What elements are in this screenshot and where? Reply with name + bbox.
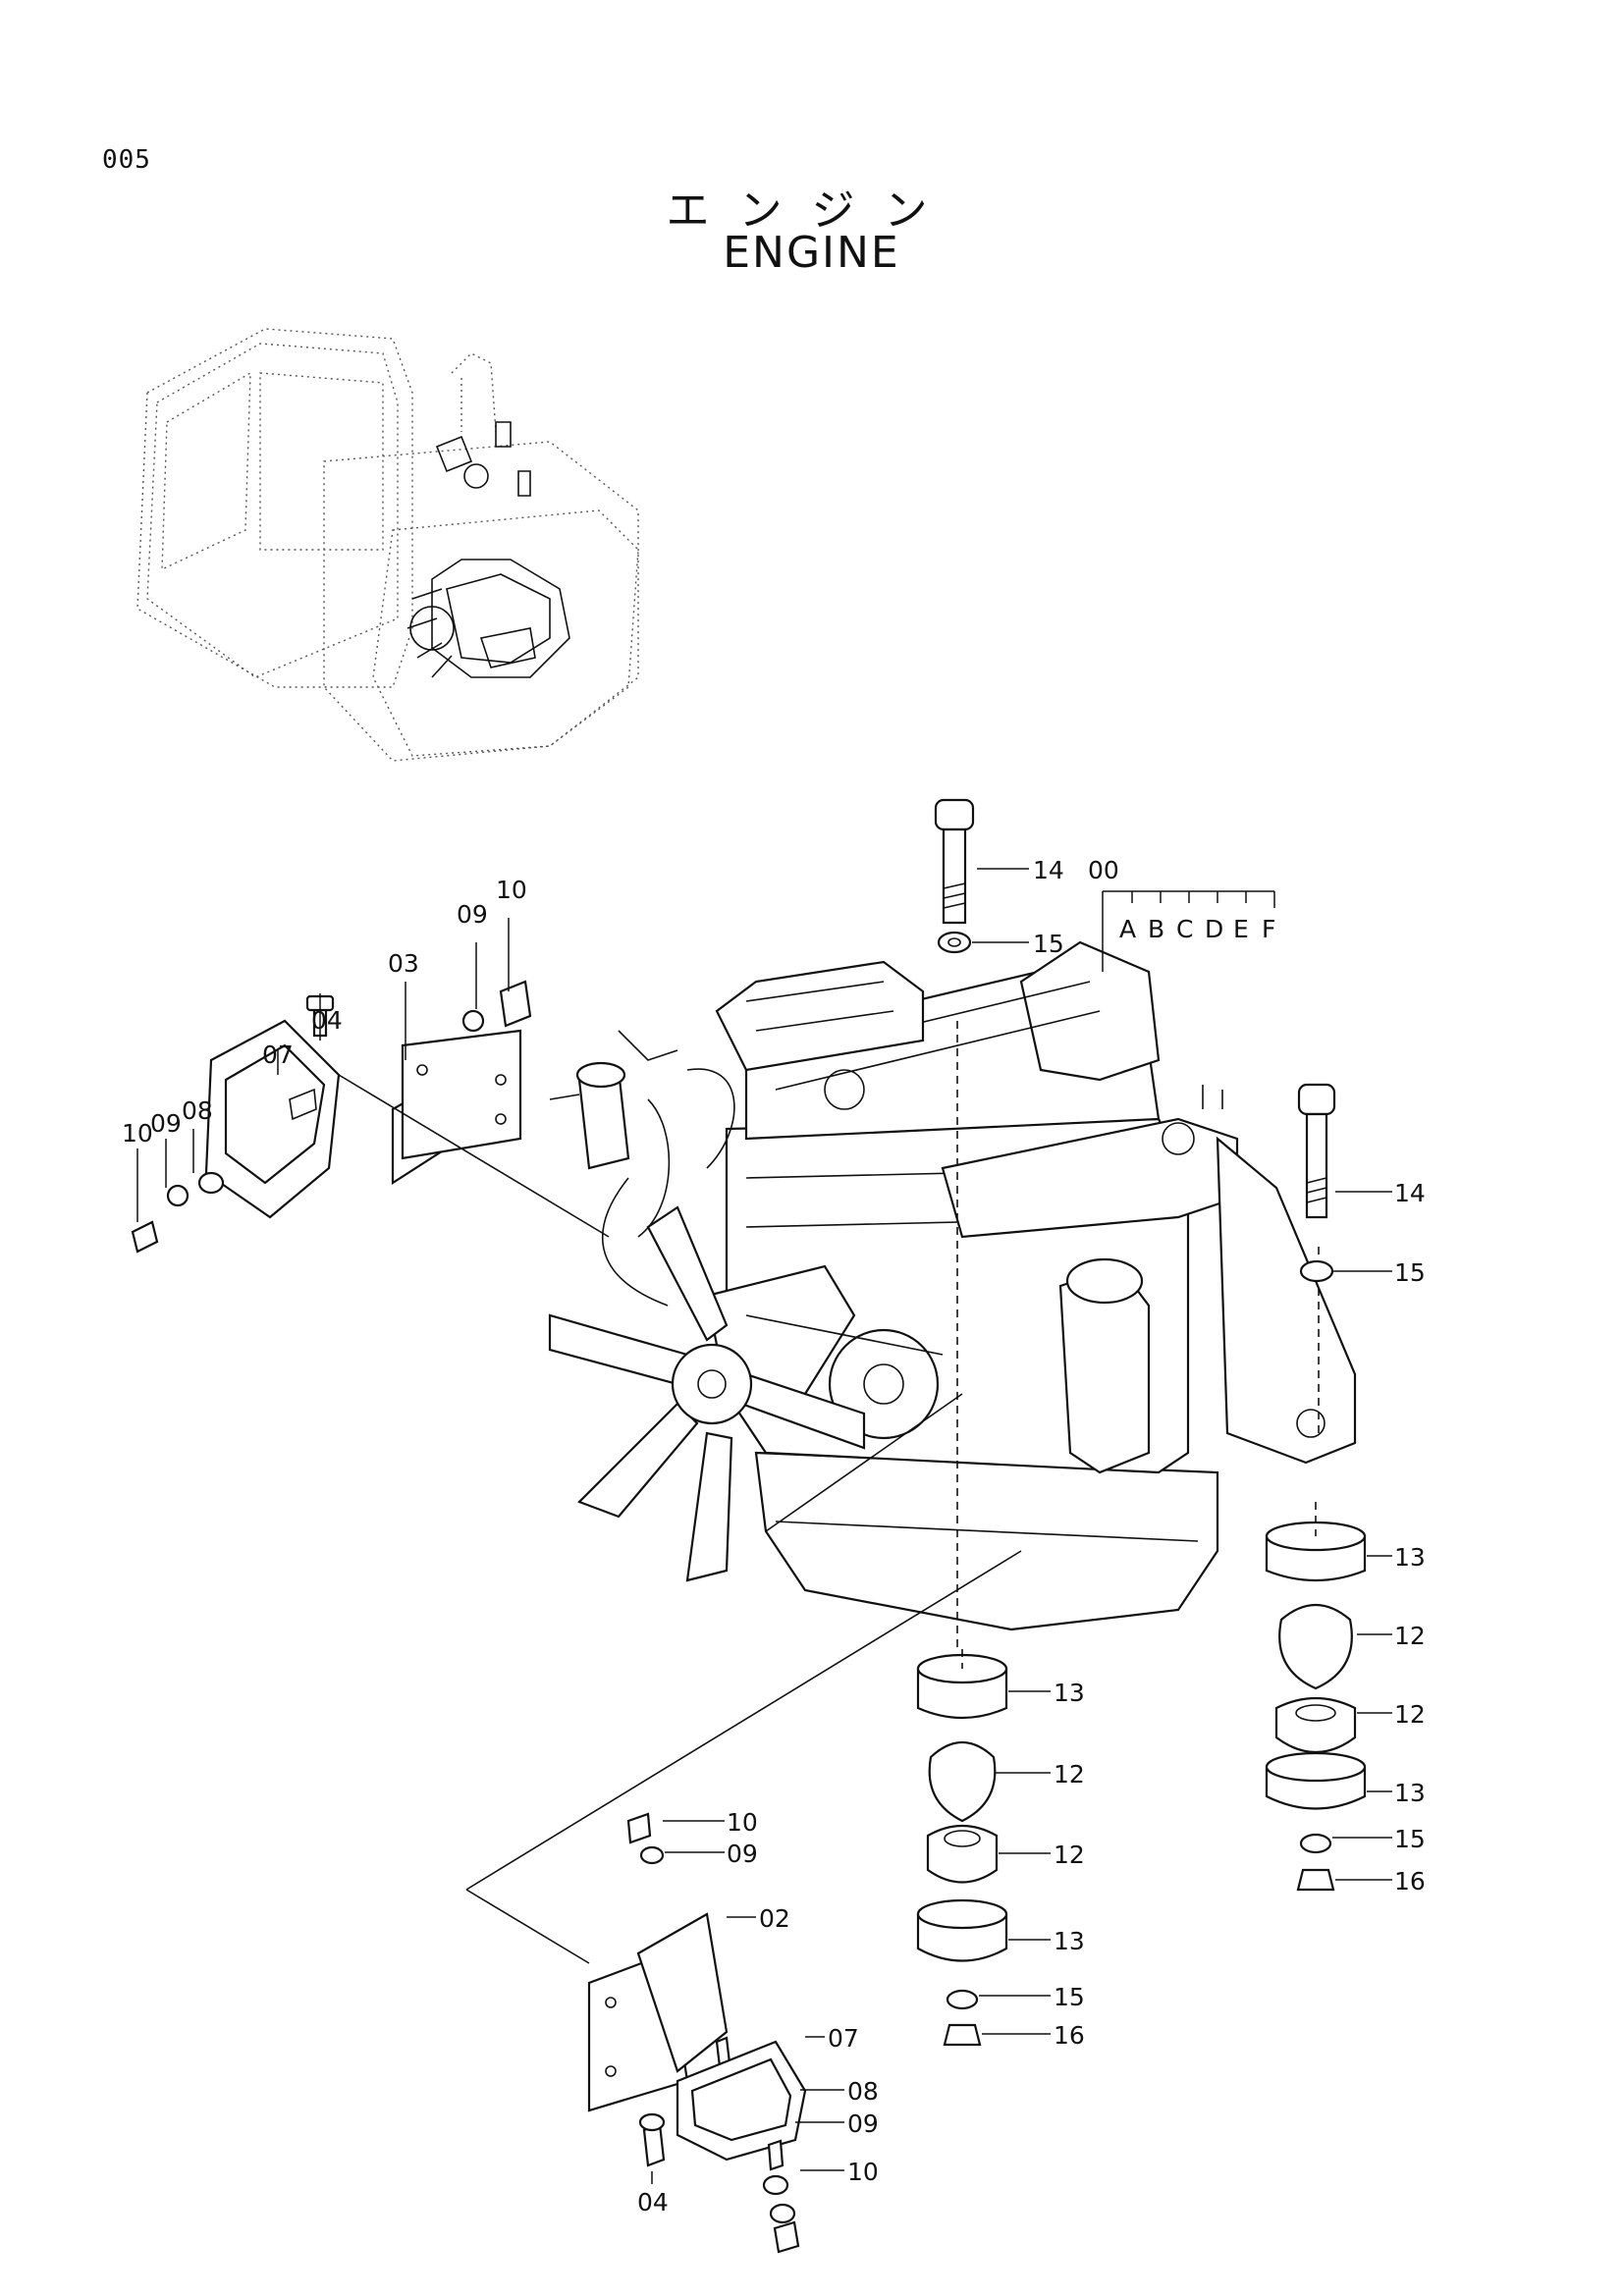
page-title-japanese: エンジン	[666, 186, 957, 236]
callout-16: 16	[1054, 2021, 1085, 2050]
rubber-mount-stack-center	[916, 1649, 1008, 2047]
callout-10: 10	[847, 2158, 879, 2186]
mount-bolt-center	[934, 798, 975, 954]
callout-12: 12	[1394, 1622, 1426, 1650]
callout-00: 00	[1088, 856, 1119, 884]
variant-bracket	[1102, 890, 1275, 972]
callout-10: 10	[122, 1119, 153, 1148]
callout-13: 13	[1054, 1927, 1085, 1955]
mount-bolt-right	[1297, 1083, 1336, 1283]
callout-09: 09	[457, 900, 488, 929]
callout-16: 16	[1394, 1867, 1426, 1896]
callout-12: 12	[1054, 1760, 1085, 1789]
callout-labels: 00 14 15 14 15 13 12 12 13 15 16 13 12 1…	[122, 856, 1426, 2216]
callout-10: 10	[496, 876, 527, 904]
cooling-fan	[548, 1205, 866, 1582]
leader-lines	[136, 868, 1392, 2184]
callout-09: 09	[727, 1840, 758, 1868]
variant-label-f: F	[1262, 915, 1275, 943]
callout-12: 12	[1054, 1841, 1085, 1869]
callout-07: 07	[828, 2024, 859, 2053]
rubber-mount-stack-right	[1265, 1502, 1367, 1892]
callout-03: 03	[388, 949, 419, 978]
page-number: 005	[102, 145, 151, 175]
page-title-english: ENGINE	[723, 228, 900, 278]
callout-14: 14	[1033, 856, 1064, 884]
variant-label-d: D	[1205, 915, 1223, 943]
callout-09: 09	[150, 1109, 182, 1138]
front-mount-bracket-lower	[465, 1550, 1022, 2254]
callout-15: 15	[1394, 1825, 1426, 1853]
callout-04: 04	[311, 1006, 343, 1035]
callout-14: 14	[1394, 1179, 1426, 1207]
variant-labels: A B C D E F	[1119, 915, 1275, 943]
engine-assembly	[548, 940, 1357, 1649]
front-mount-bracket-upper	[131, 980, 610, 1254]
variant-label-a: A	[1119, 915, 1136, 943]
callout-04: 04	[637, 2188, 669, 2216]
callout-15: 15	[1394, 1258, 1426, 1287]
callout-13: 13	[1394, 1543, 1426, 1572]
machine-overview-illustration	[136, 328, 639, 762]
callout-13: 13	[1394, 1779, 1426, 1807]
callout-08: 08	[182, 1096, 213, 1125]
variant-label-e: E	[1233, 915, 1249, 943]
callout-09: 09	[847, 2109, 879, 2138]
variant-label-b: B	[1148, 915, 1164, 943]
variant-label-c: C	[1176, 915, 1193, 943]
callout-02: 02	[759, 1904, 790, 1933]
callout-15: 15	[1033, 930, 1064, 958]
callout-10: 10	[727, 1808, 758, 1837]
callout-07: 07	[262, 1041, 294, 1069]
callout-13: 13	[1054, 1679, 1085, 1707]
callout-12: 12	[1394, 1700, 1426, 1729]
callout-15: 15	[1054, 1983, 1085, 2011]
callout-08: 08	[847, 2077, 879, 2106]
